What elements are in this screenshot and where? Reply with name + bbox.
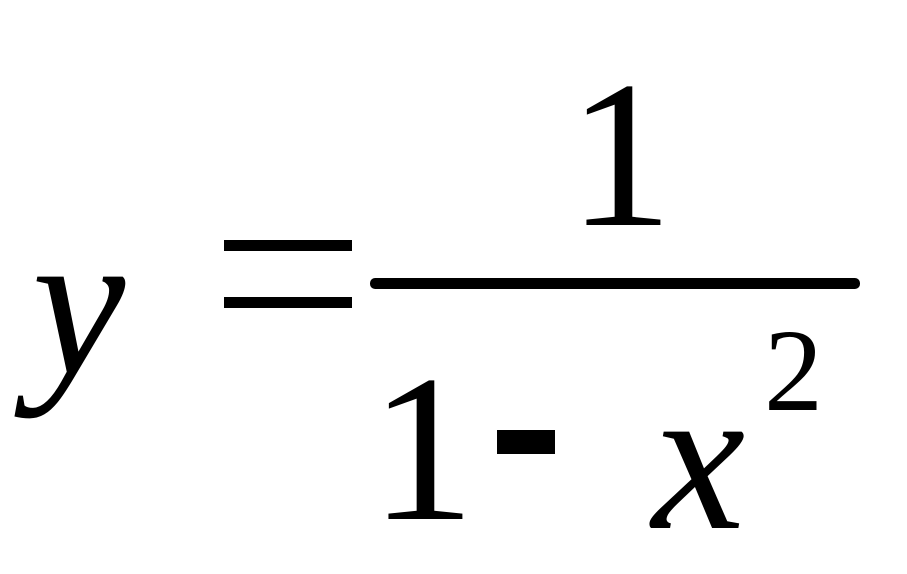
denominator-constant: 1	[370, 333, 475, 565]
fraction-bar	[370, 278, 860, 289]
equals-bar-bottom	[224, 297, 352, 308]
exponent-2: 2	[764, 305, 823, 436]
minus-sign	[497, 430, 555, 454]
math-formula: y 1 1 x 2	[32, 39, 860, 565]
equals-bar-top	[224, 240, 352, 251]
fraction-numerator: 1	[568, 39, 673, 271]
variable-y: y	[32, 187, 126, 419]
variable-x: x	[652, 342, 746, 574]
equals-sign	[224, 240, 352, 310]
